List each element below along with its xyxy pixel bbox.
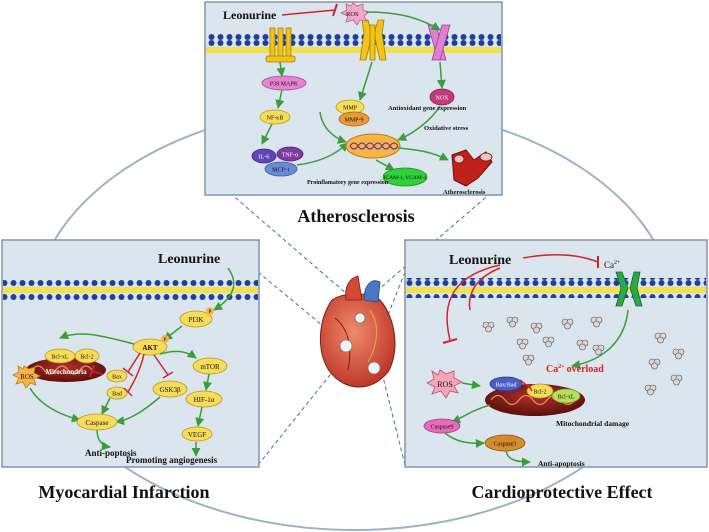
receptor-icon bbox=[265, 27, 296, 63]
vegf-label: VEGF bbox=[188, 431, 206, 439]
caspase3-label: Caspase3 bbox=[494, 442, 517, 448]
cardioprotective-panel: Leonurine Ca2+ bbox=[404, 239, 708, 468]
mitochondria-label: Mitochondria bbox=[45, 368, 87, 376]
nucleus-icon bbox=[345, 133, 401, 159]
il6-label: IL-6 bbox=[259, 155, 270, 161]
mito-damage-label: Mitochondrial damage bbox=[556, 419, 630, 428]
left-ros-label: ROS bbox=[20, 373, 34, 381]
p-badge: P bbox=[164, 338, 167, 343]
hif-label: HIF-1α bbox=[194, 396, 215, 404]
cell-membrane bbox=[406, 278, 706, 298]
nox-label: NOX bbox=[436, 96, 450, 102]
akt-label: AKT bbox=[142, 344, 158, 352]
ros-burst-icon bbox=[426, 369, 463, 399]
cell-membrane bbox=[206, 33, 501, 53]
tnfa-label: TNF-α bbox=[282, 153, 299, 159]
gsk-label: GSK3β bbox=[159, 386, 181, 394]
anti-poptosis-label: Anti-poptosis bbox=[85, 448, 137, 458]
p-badge: P bbox=[209, 310, 212, 315]
caspase-label: Caspase bbox=[86, 419, 109, 427]
nfkb-label: NF-κB bbox=[267, 116, 284, 122]
pi3k-label: PI3K bbox=[189, 316, 204, 324]
proinflam-label: Proinflamatory gene expression bbox=[307, 180, 389, 186]
right-bclxl-label: Bcl-xL bbox=[558, 395, 575, 401]
caspase9-label: Caspase9 bbox=[431, 425, 454, 431]
dna-helix-icon bbox=[349, 142, 399, 150]
angiogenesis-label: Promoting angiogenesis bbox=[126, 455, 218, 465]
left-leonurine-label: Leonurine bbox=[158, 252, 220, 267]
mmp-label: MMP bbox=[343, 106, 358, 112]
calcium-label: Ca2+ bbox=[604, 260, 621, 270]
bcl2-label: Bcl-2 bbox=[80, 355, 93, 361]
atherosclerosis-small-label: Atherosclerosis bbox=[443, 189, 486, 196]
antioxidant-label: Antioxidant gene expression bbox=[388, 105, 467, 112]
right-leonurine-label: Leonurine bbox=[449, 253, 511, 268]
bclxl-label: Bcl-xL bbox=[52, 355, 69, 361]
mcp1-label: MCP-1 bbox=[272, 168, 290, 174]
inhibition-lines bbox=[89, 352, 174, 397]
calcium-channel-icon bbox=[615, 271, 643, 307]
myocardial-infarction-panel: Leonurine PI3K P AKT P Mitochondria Bcl-… bbox=[1, 239, 260, 468]
receptor-icon bbox=[359, 19, 387, 61]
atherosclerosis-panel: Leonurine ROS P38 MAPK NF-κB IL-6 TNF-α … bbox=[204, 1, 503, 196]
atherosclerosis-title: Atherosclerosis bbox=[297, 206, 414, 226]
ros-burst-icon bbox=[340, 2, 370, 26]
bad-label: Bad bbox=[112, 392, 122, 398]
oxidative-label: Oxidative stress bbox=[424, 125, 469, 132]
icam-label: ICAM-1, VCAM-1 bbox=[384, 175, 427, 181]
heart-icon bbox=[319, 275, 396, 388]
cardioprotective-title: Cardioprotective Effect bbox=[471, 482, 652, 502]
top-leonurine-label: Leonurine bbox=[223, 8, 277, 22]
right-ros-label: ROS bbox=[437, 380, 453, 389]
calcium-ion-cluster-icon bbox=[482, 316, 685, 396]
ca-overload-label: Ca2+overload bbox=[546, 364, 604, 375]
mmp9-label: MMP-9 bbox=[344, 118, 363, 124]
cell-membrane bbox=[3, 280, 258, 300]
right-bcl2-label: Bcl-2 bbox=[533, 390, 546, 396]
myocardial-infarction-title: Myocardial Infarction bbox=[38, 482, 209, 502]
baxbad-label: Bax/Bad bbox=[496, 383, 517, 389]
p38-label: P38 MAPK bbox=[270, 82, 299, 88]
ros-burst-icon bbox=[12, 365, 41, 389]
top-ros-label: ROS bbox=[346, 11, 359, 18]
mtor-label: mTOR bbox=[200, 363, 220, 371]
right-anti-apoptosis-label: Anti-apoptosis bbox=[538, 459, 585, 468]
mitochondrion-icon bbox=[26, 358, 106, 382]
bax-label: Bax bbox=[112, 375, 122, 381]
artery-icon bbox=[451, 149, 493, 187]
